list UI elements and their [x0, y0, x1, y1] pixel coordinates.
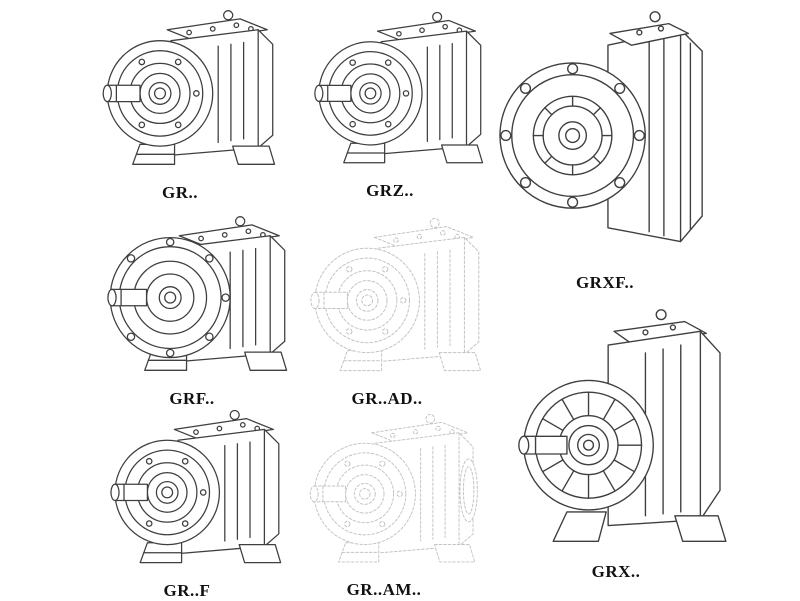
figure-gr-am: GR..AM..	[288, 410, 480, 600]
figure-grx: GRX..	[498, 298, 734, 582]
figure-grxf: GRXF..	[492, 4, 718, 293]
figure-grf: GRF..	[92, 212, 292, 409]
figure-label-gr-ad: GR..AD..	[351, 389, 423, 408]
gear-unit-drawing-grf	[92, 212, 292, 385]
figure-grz: GRZ..	[292, 8, 488, 201]
figure-label-grx: GRX..	[591, 562, 641, 581]
gear-unit-drawing-gr	[80, 6, 280, 179]
figure-gr-ad: GR..AD..	[288, 214, 486, 409]
gear-unit-drawing-gr-am	[288, 410, 480, 576]
figure-gr: GR..	[80, 6, 280, 203]
gear-unit-drawing-gr-f	[88, 406, 286, 577]
figure-label-grf: GRF..	[169, 389, 215, 408]
gear-unit-drawing-gr-ad	[288, 214, 486, 385]
figure-label-gr: GR..	[162, 183, 198, 202]
gear-unit-drawing-grxf	[492, 4, 718, 269]
figure-label-gr-f: GR..F	[163, 581, 211, 600]
gear-unit-drawing-grx	[498, 298, 734, 558]
figure-label-gr-am: GR..AM..	[346, 580, 422, 599]
figure-gr-f: GR..F	[88, 406, 286, 601]
gear-unit-drawing-grz	[292, 8, 488, 177]
figure-label-grxf: GRXF..	[575, 273, 635, 292]
figure-label-grz: GRZ..	[366, 181, 414, 200]
